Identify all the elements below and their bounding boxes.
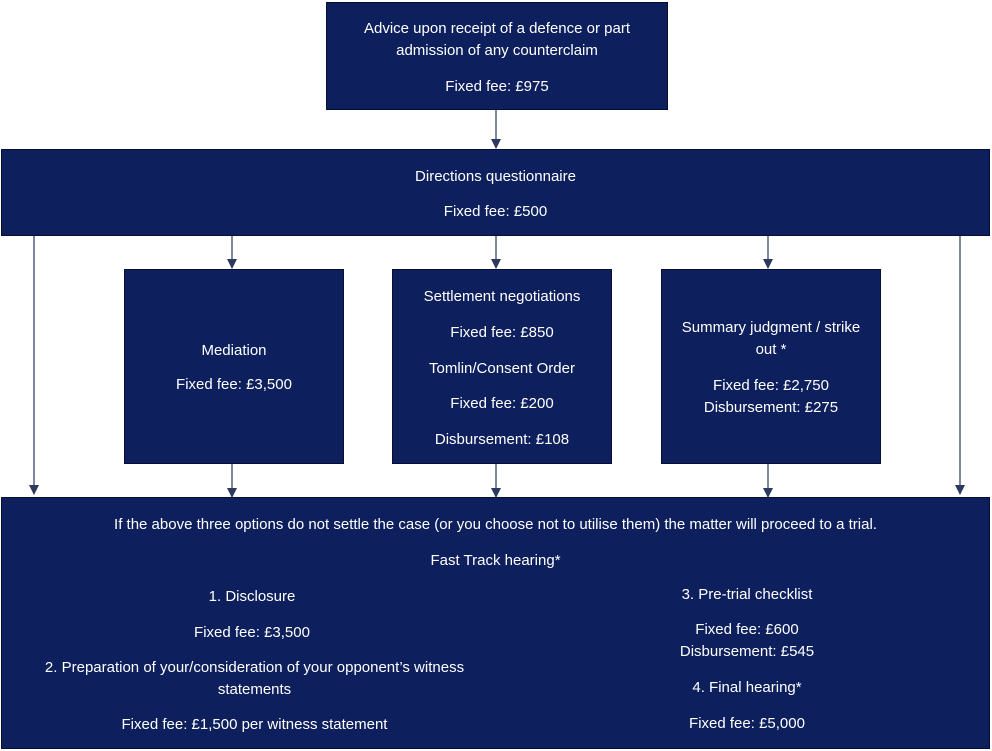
directions-fee: Fixed fee: £500 [443,203,548,220]
trial-intro: If the above three options do not settle… [114,516,877,533]
final-hearing-title: 4. Final hearing* [692,679,802,696]
summary-disbursement: Disbursement: £275 [703,399,839,416]
settlement-title: Settlement negotiations [423,288,581,305]
advice-fee: Fixed fee: £975 [445,78,549,95]
directions-title: Directions questionnaire [415,168,576,185]
consent-order-fee: Fixed fee: £200 [450,395,554,412]
summary-fee: Fixed fee: £2,750 [713,377,829,394]
trial-box: If the above three options do not settle… [1,497,990,749]
consent-order-title: Tomlin/Consent Order [429,360,575,377]
mediation-box: Mediation Fixed fee: £3,500 [124,269,344,464]
summary-box: Summary judgment / strike out * Fixed fe… [661,269,881,464]
witness-fee: Fixed fee: £1,500 per witness statement [121,716,388,733]
disclosure-title: 1. Disclosure [208,588,296,605]
mediation-title: Mediation [201,342,267,359]
advice-title-line1: Advice upon receipt of a defence or part [363,20,630,37]
directions-box: Directions questionnaire Fixed fee: £500 [1,149,990,236]
fast-track-hearing-title: Fast Track hearing* [430,552,561,569]
advice-title-line2: admission of any counterclaim [396,42,598,59]
settlement-box: Settlement negotiations Fixed fee: £850 … [392,269,612,464]
checklist-disbursement: Disbursement: £545 [679,643,815,660]
checklist-title: 3. Pre-trial checklist [681,586,813,603]
settlement-disbursement: Disbursement: £108 [434,431,570,448]
checklist-fee: Fixed fee: £600 [695,621,799,638]
witness-title-line1: 2. Preparation of your/consideration of … [44,659,465,676]
mediation-fee: Fixed fee: £3,500 [176,376,292,393]
settlement-fee: Fixed fee: £850 [450,324,554,341]
disclosure-fee: Fixed fee: £3,500 [194,624,310,641]
witness-title-line2: statements [217,681,292,698]
summary-title-line1: Summary judgment / strike [681,319,861,336]
advice-box: Advice upon receipt of a defence or part… [326,2,668,110]
final-hearing-fee: Fixed fee: £5,000 [689,715,805,732]
summary-title-line2: out * [755,341,787,358]
